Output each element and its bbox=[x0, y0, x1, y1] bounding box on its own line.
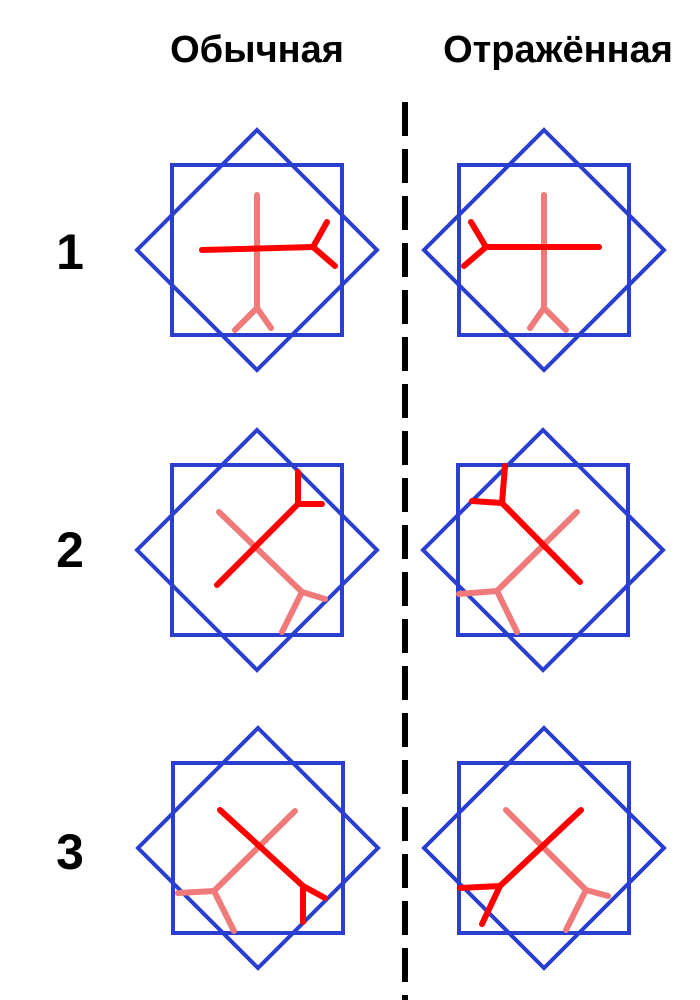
arrow-secondary bbox=[456, 509, 580, 635]
arrow-primary bbox=[199, 219, 338, 269]
diagram-cells bbox=[134, 127, 667, 971]
arrow-primary bbox=[214, 469, 325, 588]
arrow-primary bbox=[469, 463, 583, 585]
square-outline bbox=[170, 463, 344, 637]
row-label-2: 2 bbox=[56, 522, 84, 578]
row-label-3: 3 bbox=[56, 824, 84, 880]
square-outline bbox=[170, 163, 344, 337]
arrow-secondary bbox=[527, 192, 569, 333]
cell-2-mirrored bbox=[420, 427, 666, 673]
square-outline bbox=[171, 761, 345, 935]
cell-3-normal bbox=[135, 725, 381, 971]
diamond-outline bbox=[421, 725, 667, 971]
arrow-primary bbox=[457, 807, 584, 927]
square-outline bbox=[456, 463, 630, 637]
square-outline bbox=[457, 163, 631, 337]
row-label-1: 1 bbox=[56, 224, 84, 280]
diamond-outline bbox=[421, 127, 667, 373]
arrow-secondary bbox=[232, 192, 274, 333]
diamond-outline bbox=[134, 427, 380, 673]
arrow-primary bbox=[461, 219, 602, 269]
column-header-normal: Обычная bbox=[170, 29, 344, 71]
arrow-secondary bbox=[216, 509, 328, 635]
arrow-secondary bbox=[175, 808, 298, 934]
diamond-outline bbox=[420, 427, 666, 673]
square-outline bbox=[457, 761, 631, 935]
arrow-secondary bbox=[503, 807, 611, 933]
arrow-primary bbox=[217, 807, 328, 925]
cell-3-mirrored bbox=[421, 725, 667, 971]
cell-2-normal bbox=[134, 427, 380, 673]
column-header-mirrored: Отражённая bbox=[443, 29, 673, 71]
diamond-outline bbox=[134, 127, 380, 373]
cell-1-normal bbox=[134, 127, 380, 373]
cell-1-mirrored bbox=[421, 127, 667, 373]
diamond-outline bbox=[135, 725, 381, 971]
